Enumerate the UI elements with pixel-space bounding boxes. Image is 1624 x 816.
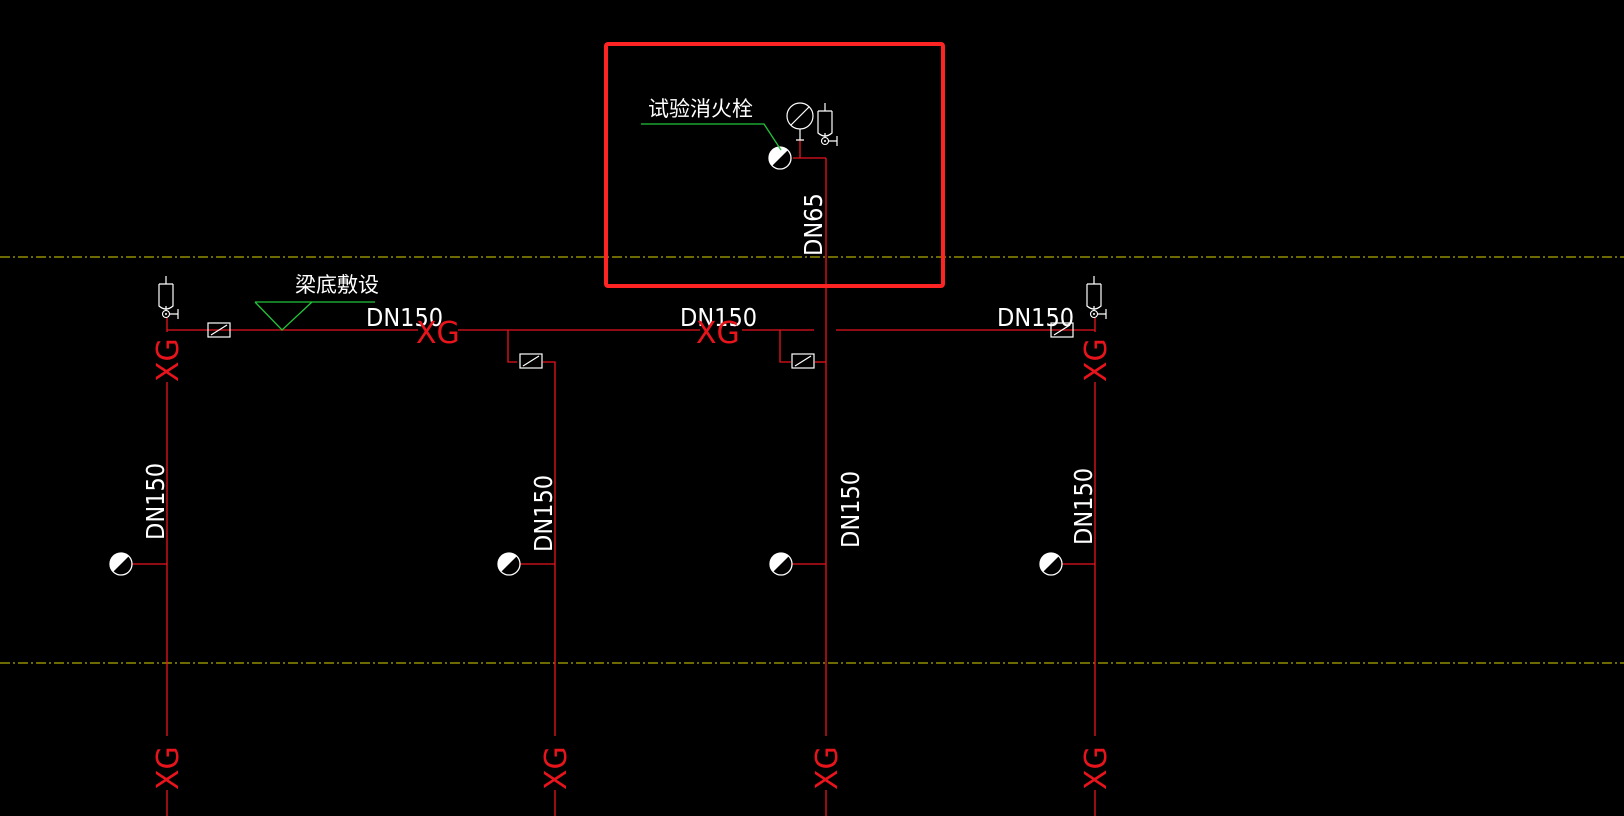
pipe-code-label: XG <box>151 338 186 382</box>
pipe-size-label: DN150 <box>680 303 757 332</box>
pipe-size-label: DN150 <box>141 463 170 540</box>
riser-3 <box>779 158 827 816</box>
air-release-valve-icon <box>1086 275 1107 320</box>
pipe-code-label: XG <box>1079 338 1114 382</box>
test-hydrant-icon <box>768 146 792 170</box>
leader-beam-bottom <box>254 301 375 331</box>
pipe-code-label: XG <box>810 746 845 790</box>
check-valve-icon <box>1050 322 1074 338</box>
pipe-size-label-dn65: DN65 <box>799 193 828 256</box>
check-valve-icon <box>519 353 543 369</box>
pipe-code-label: XG <box>539 746 574 790</box>
pipe-code-label: XG <box>416 316 460 351</box>
pipe-size-label: DN150 <box>529 475 558 552</box>
pipe-size-label: DN150 <box>836 471 865 548</box>
check-valve-icon <box>207 322 231 338</box>
fire-hydrant-icon <box>769 552 793 576</box>
pipe-code-label: XG <box>1079 746 1114 790</box>
fire-hydrant-icon <box>1039 552 1063 576</box>
check-valve-icon <box>791 353 815 369</box>
highlight-box <box>604 42 945 288</box>
pipe-size-label: DN150 <box>1069 468 1098 545</box>
pipe-code-label: XG <box>151 746 186 790</box>
leader-test-hydrant <box>641 123 782 151</box>
beam-bottom-label: 梁底敷设 <box>295 273 379 297</box>
test-hydrant-label: 试验消火栓 <box>648 97 753 121</box>
air-release-valve-icon <box>158 275 179 320</box>
fire-hydrant-icon <box>497 552 521 576</box>
riser-2 <box>507 330 556 816</box>
pipe-size-label: DN150 <box>997 303 1074 332</box>
fire-hydrant-icon <box>109 552 133 576</box>
pipe-size-label: DN150 <box>366 303 443 332</box>
pipe-code-label: XG <box>696 316 740 351</box>
air-release-valve-icon <box>817 102 838 147</box>
pressure-gauge-icon <box>786 102 814 141</box>
